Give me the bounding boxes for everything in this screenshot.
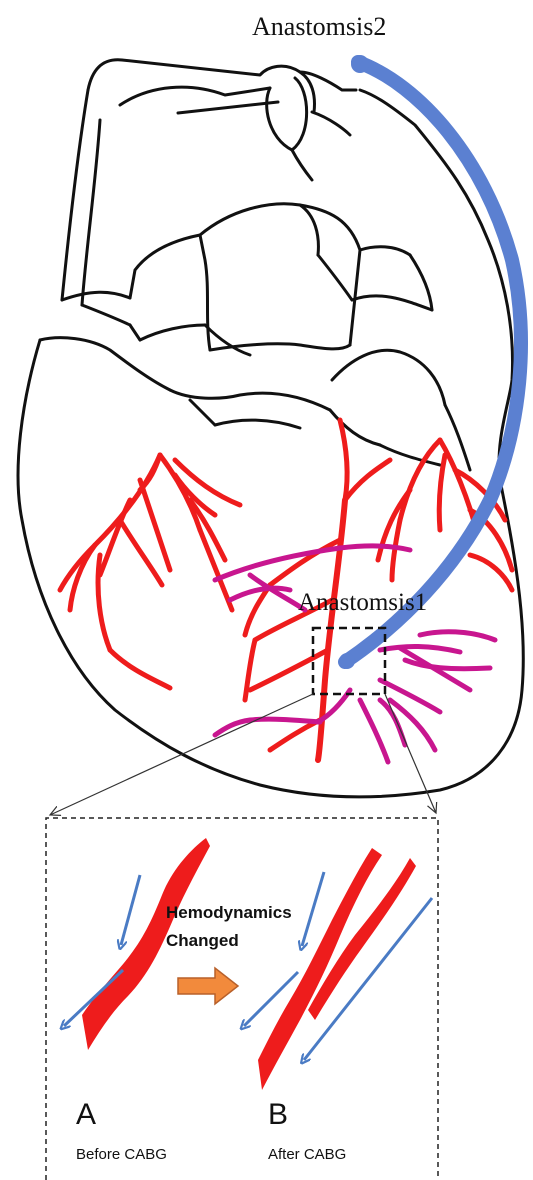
panel-b-caption: After CABG xyxy=(268,1146,346,1163)
hemodynamics-change-arrow xyxy=(178,968,238,1004)
panel-a-letter: A xyxy=(76,1098,96,1131)
anastomosis-mid-label: Anastomsis1 xyxy=(298,589,427,616)
heart-outline xyxy=(18,60,523,797)
zoom-connector-left xyxy=(50,694,313,815)
panel-a-flow-arrow-upper xyxy=(121,875,140,945)
graft-anastomosis-cap xyxy=(339,653,355,669)
inset-panel: Hemodynamics Changed A Before CABG B Aft… xyxy=(46,818,438,1180)
hemodynamics-label-line1: Hemodynamics xyxy=(166,903,292,922)
left-artery-trunk xyxy=(60,455,160,590)
anastomosis-top-label: Anastomsis2 xyxy=(252,12,386,41)
panel-a-caption: Before CABG xyxy=(76,1146,167,1163)
graft-origin-cap xyxy=(351,55,369,73)
panel-b-flow-arrow-upper xyxy=(302,872,324,946)
bypass-graft xyxy=(345,62,521,662)
panel-b-letter: B xyxy=(268,1098,288,1131)
hemodynamics-label-line2: Changed xyxy=(166,931,239,950)
